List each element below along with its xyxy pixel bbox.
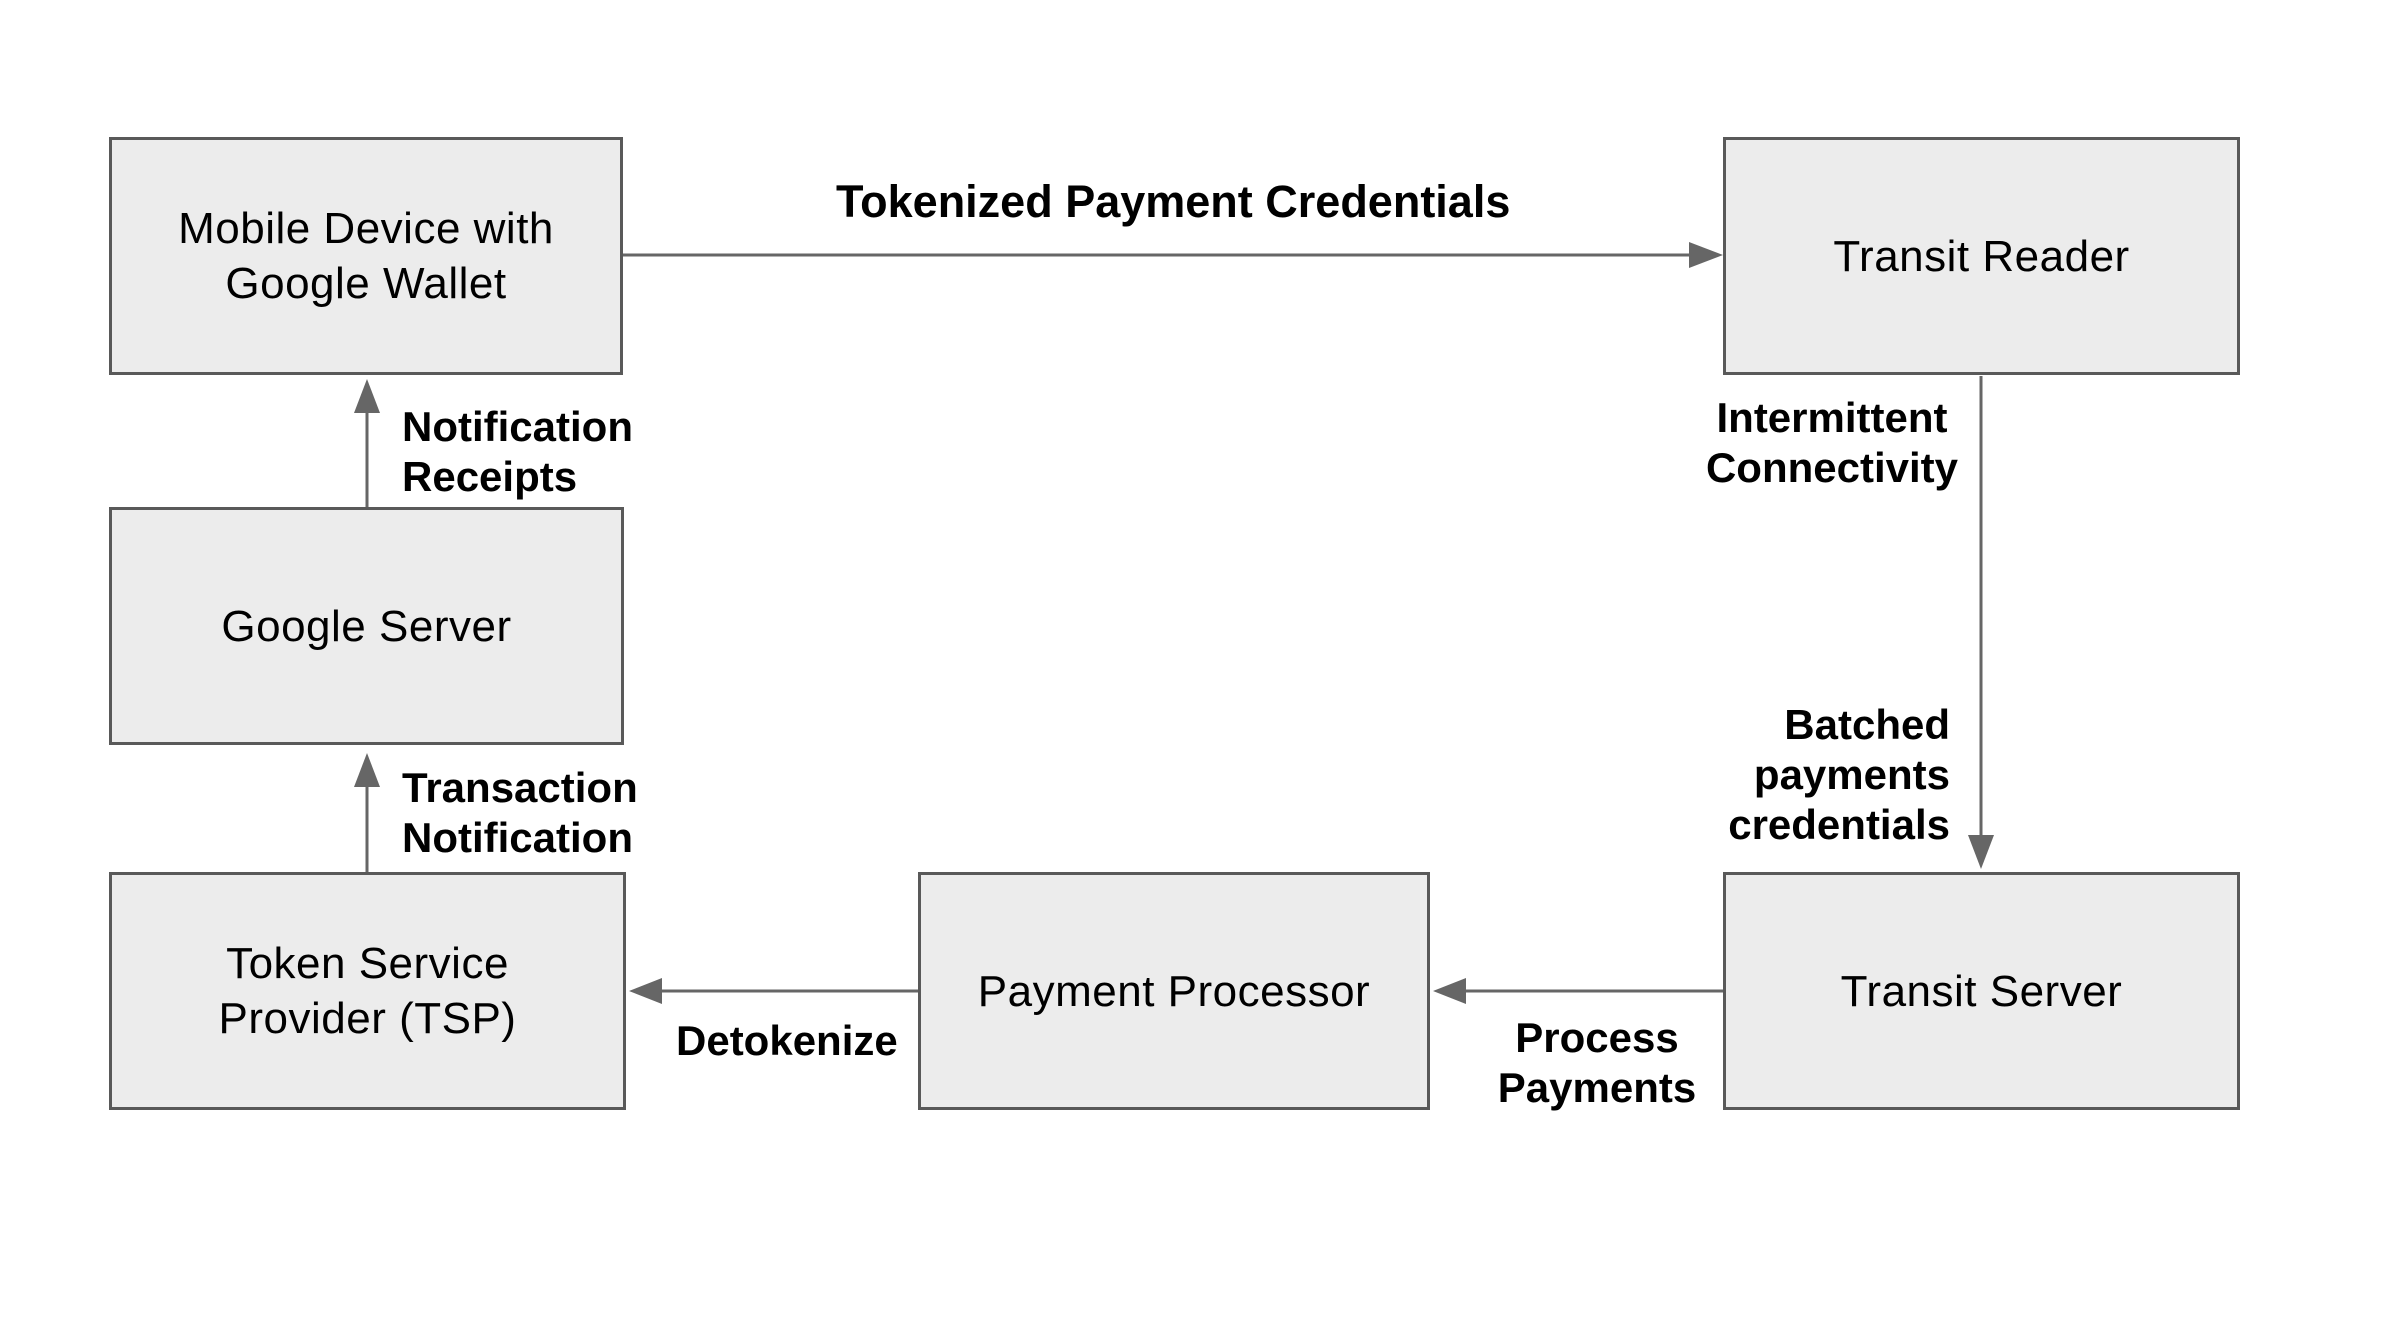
node-label-line: Mobile Device with — [178, 204, 554, 253]
node-label: Mobile Device with Google Wallet — [178, 201, 554, 311]
edge-notification-receipts-arrowhead-icon — [354, 379, 380, 413]
edge-label-line: Connectivity — [1705, 444, 1959, 491]
node-label: Transit Reader — [1833, 229, 2129, 284]
node-transit-reader: Transit Reader — [1723, 137, 2240, 375]
node-label: Payment Processor — [978, 964, 1370, 1019]
edge-reader-to-server — [1968, 376, 1994, 869]
edge-label-line: Process — [1515, 1014, 1679, 1061]
node-label-line: Provider (TSP) — [218, 994, 517, 1043]
node-label-line: Payment Processor — [977, 966, 1371, 1016]
node-google-server: Google Server — [109, 507, 624, 745]
node-transit-server: Transit Server — [1723, 872, 2240, 1110]
edge-notification-receipts — [354, 379, 380, 507]
edge-transaction-notification — [354, 753, 380, 872]
edge-label-line: Payments — [1497, 1064, 1697, 1111]
node-label: Transit Server — [1841, 964, 2123, 1019]
edge-label-line: Notification — [402, 814, 633, 861]
edge-label-line: Receipts — [402, 453, 578, 500]
edge-label-notification-receipts: Notification Receipts — [402, 402, 633, 502]
node-token-service-provider: Token Service Provider (TSP) — [109, 872, 626, 1110]
edge-process-payments — [1433, 978, 1723, 1004]
node-label-line: Google Server — [221, 601, 512, 651]
edge-label-line: Detokenize — [676, 1017, 898, 1064]
edge-label-line: Notification — [402, 403, 633, 450]
node-label-line: Google Wallet — [225, 259, 507, 308]
edge-transaction-notification-arrowhead-icon — [354, 753, 380, 787]
edge-detokenize-arrowhead-icon — [629, 978, 662, 1004]
node-payment-processor: Payment Processor — [918, 872, 1430, 1110]
edge-label-line: Batched — [1784, 701, 1950, 748]
node-label: Google Server — [221, 599, 511, 654]
node-mobile-device-with-google-wallet: Mobile Device with Google Wallet — [109, 137, 623, 375]
edge-label-line: Intermittent — [1716, 394, 1948, 441]
edge-label-line: Transaction — [402, 764, 638, 811]
edge-label-line: credentials — [1728, 801, 1950, 848]
edge-tokenized-arrowhead-icon — [1689, 242, 1723, 268]
edge-label-transaction-notification: Transaction Notification — [402, 763, 638, 863]
node-label-line: Transit Server — [1840, 966, 2123, 1016]
edge-label-intermittent-connectivity: Intermittent Connectivity — [1706, 393, 1958, 493]
edge-label-line: payments — [1753, 751, 1950, 798]
edge-reader-to-server-arrowhead-icon — [1968, 835, 1994, 869]
edge-label-process-payments: Process Payments — [1498, 1013, 1696, 1113]
edge-detokenize — [629, 978, 918, 1004]
edge-label-line: Tokenized Payment Credentials — [836, 176, 1511, 227]
edge-process-payments-arrowhead-icon — [1433, 978, 1466, 1004]
edge-label-batched-payments-credentials: Batched payments credentials — [1728, 700, 1950, 850]
node-label: Token Service Provider (TSP) — [219, 936, 517, 1046]
edge-label-detokenize: Detokenize — [676, 1016, 898, 1066]
node-label-line: Transit Reader — [1833, 231, 2130, 281]
edge-tokenized-payment-credentials — [622, 242, 1723, 268]
node-label-line: Token Service — [226, 939, 509, 988]
edge-label-tokenized-payment-credentials: Tokenized Payment Credentials — [836, 177, 1510, 227]
